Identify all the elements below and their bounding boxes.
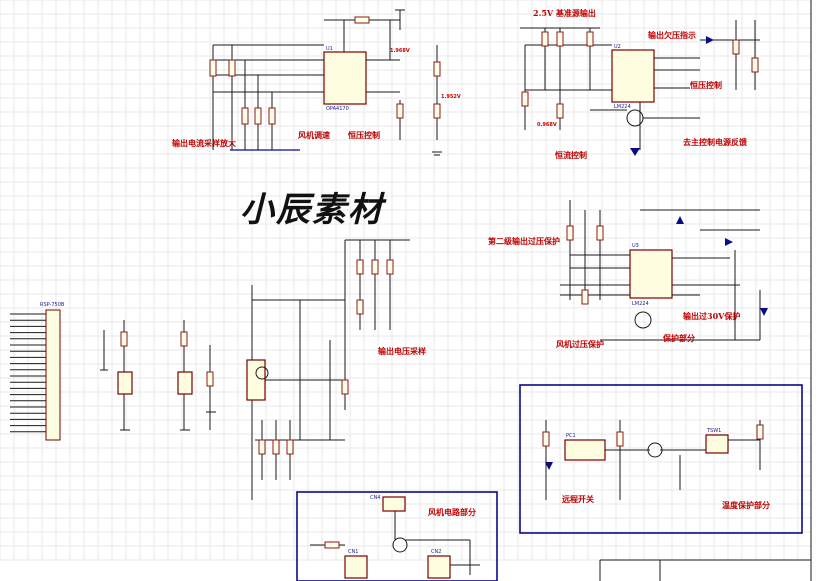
- label-protect-section: 保护部分: [663, 333, 695, 343]
- connector-block: RSP-750B: [10, 302, 65, 441]
- zener-u3: [676, 216, 684, 224]
- label-fan-speed: 风机调速: [298, 130, 330, 140]
- label-ref-2.5v: 2.5V 基准源输出: [533, 8, 596, 18]
- label-second-ov: 第二级输出过压保护: [488, 236, 560, 246]
- label-remote-switch: 远程开关: [562, 494, 594, 504]
- voltage-v3: 0.968V: [537, 122, 557, 128]
- connector-ref: RSP-750B: [40, 302, 65, 308]
- remote-transistor: [647, 442, 663, 458]
- u2-input-wires: [520, 27, 612, 90]
- label-output-current-amp: 输出电流采样放大: [172, 138, 236, 148]
- opto-remote: [564, 439, 606, 461]
- u3-type: LM224: [632, 301, 649, 307]
- opto-remote-ref: PC1: [566, 433, 576, 439]
- led-under-voltage: [706, 36, 714, 44]
- tl431-a: [117, 371, 133, 395]
- fan-transistor: [392, 537, 408, 553]
- label-constant-voltage-2: 恒压控制: [690, 80, 722, 90]
- fan-cn2: [427, 555, 451, 579]
- u2-right-rails: [735, 20, 756, 90]
- temp-switch: [705, 434, 729, 454]
- voltage-v2: 1.952V: [441, 94, 461, 100]
- label-constant-current: 恒流控制: [555, 150, 587, 160]
- voltage-sample-block: [246, 239, 410, 500]
- u2-type: LM224: [614, 104, 631, 110]
- label-fan-protect: 风机过压保护: [556, 339, 604, 349]
- u2-out2: [639, 87, 690, 150]
- connector-pins: [10, 313, 46, 433]
- label-temp-protect: 温度保护部分: [722, 500, 770, 510]
- u2-chip: [611, 49, 655, 103]
- u1-block: U1 OPA4170: [209, 9, 442, 156]
- led-u3: [725, 238, 733, 246]
- label-fan-circuit: 风机电路部分: [428, 507, 476, 517]
- label-constant-voltage-1: 恒压控制: [348, 130, 380, 140]
- vs-wires: [252, 299, 345, 441]
- u1-chip: [323, 51, 367, 105]
- label-output-v-sample: 输出电压采样: [378, 346, 426, 356]
- ref-block: [100, 320, 216, 431]
- label-output-ov: 输出过30V保护: [683, 311, 741, 321]
- u1-type: OPA4170: [326, 106, 349, 112]
- transistor-q-mid: [634, 311, 652, 329]
- ref-cap: [100, 330, 108, 371]
- u2-left-net: [524, 45, 612, 130]
- remote-temp-box: [519, 384, 803, 534]
- u2-transistor-wires: [590, 109, 700, 119]
- u1-resistor-rails: [212, 45, 273, 150]
- fan-cn1: [344, 555, 368, 579]
- remote-wires: [545, 420, 720, 500]
- fan-cn2-ref: CN2: [431, 549, 441, 555]
- fan-cn4: [382, 496, 406, 512]
- fan-cn1-ref: CN1: [348, 549, 358, 555]
- u3-ref: U3: [632, 243, 639, 249]
- tl431-b: [177, 371, 193, 395]
- ref-gnds: [120, 411, 216, 431]
- vs-res-bank: [345, 239, 410, 330]
- u1-ref: U1: [326, 46, 333, 52]
- u3-outputs: [672, 257, 740, 296]
- diode-u3-right: [760, 308, 768, 316]
- opto-pc1: [246, 359, 266, 401]
- u1-input-wires: [213, 44, 324, 93]
- u3-top-wires: [640, 209, 760, 231]
- u3-left-rails: [569, 200, 601, 300]
- u2-block: U2 LM224: [520, 20, 760, 156]
- fan-cn4-ref: CN4: [370, 495, 380, 501]
- u3-ground-net: [600, 250, 761, 341]
- fan-circuit-box: [296, 491, 498, 581]
- label-main-feedback: 去主控制电源反馈: [683, 137, 747, 147]
- watermark-title: 小辰素材: [240, 190, 384, 230]
- u3-chip: [629, 249, 673, 299]
- diode-top: [630, 148, 640, 156]
- opto-transistor: [255, 366, 269, 380]
- u1-gnd: [432, 151, 442, 156]
- voltage-v1: 1.968V: [390, 48, 410, 54]
- remote-temp: PC1 TSW1: [542, 420, 764, 500]
- label-under-voltage: 输出欠压指示: [648, 30, 696, 40]
- fan-circuit: CN4 CN1 CN2: [310, 495, 480, 579]
- u2-out: [654, 39, 760, 71]
- remote-diode: [545, 462, 553, 470]
- u1-top-supply: [395, 9, 405, 30]
- connector-body: [45, 309, 61, 441]
- u2-ref: U2: [614, 44, 621, 50]
- u3-block: U3 LM224: [560, 200, 768, 341]
- temp-switch-ref: TSW1: [706, 428, 721, 434]
